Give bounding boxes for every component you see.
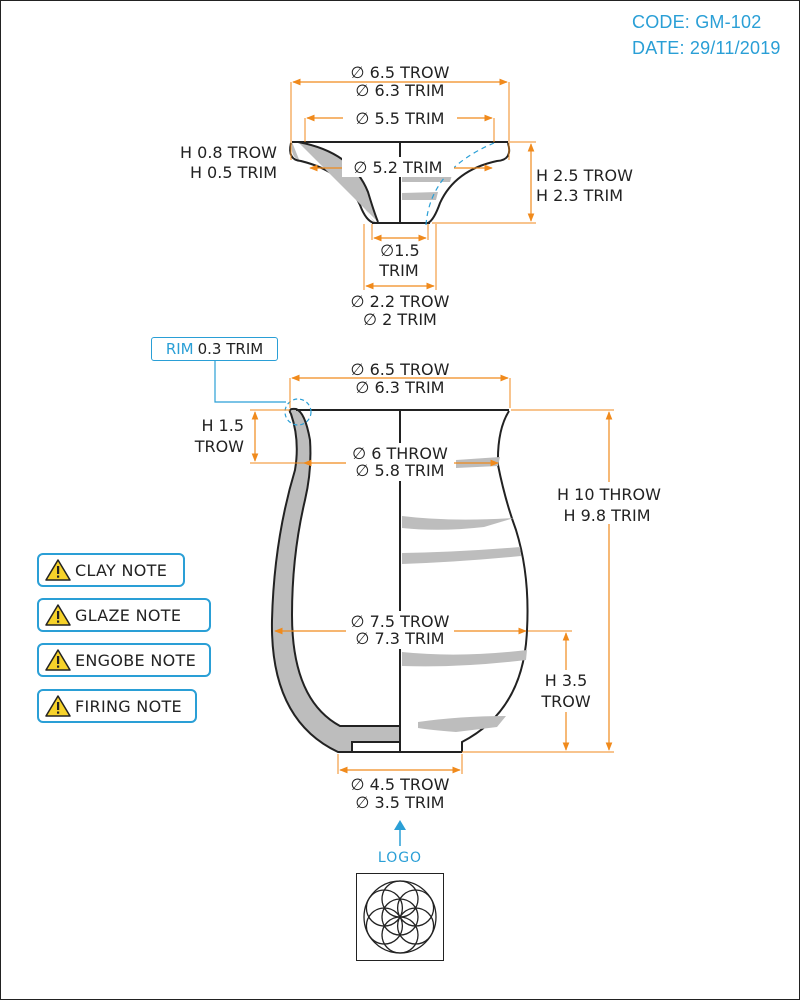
pot-throw-mark: [402, 547, 521, 564]
lid-outer-throw: ∅ 6.5 TROW: [351, 63, 450, 82]
pot-foot-trim: ∅ 3.5 TRIM: [356, 793, 445, 812]
logo-label: LOGO: [377, 850, 423, 866]
warning-icon: [45, 649, 71, 671]
warning-icon: [45, 559, 71, 581]
pot-total-height-throw: H 10 THROW: [557, 485, 661, 504]
lid-inner-diameter: ∅ 5.2 TRIM: [354, 158, 443, 177]
pot-belly-throw: ∅ 7.5 TROW: [351, 612, 450, 631]
lid-knob-diameter-b: TRIM: [378, 261, 418, 280]
clay-note-button[interactable]: CLAY NOTE: [37, 553, 185, 587]
lid-rim-height-trim: H 0.5 TRIM: [190, 163, 277, 182]
logo[interactable]: [356, 873, 444, 961]
warning-icon: [45, 695, 71, 717]
rim-trim-tag[interactable]: RIM 0.3 TRIM: [151, 337, 278, 361]
lid-base-throw: ∅ 2.2 TROW: [351, 292, 450, 311]
lid-rim-diameter: ∅ 5.5 TRIM: [356, 109, 445, 128]
lid-base-trim: ∅ 2 TRIM: [363, 310, 437, 329]
pot-throw-mark: [402, 650, 527, 667]
pot-throw-mark: [402, 516, 514, 530]
pot-throw-mark: [418, 716, 506, 732]
lid-height-throw: H 2.5 TROW: [536, 166, 633, 185]
drawing-date: DATE: 29/11/2019: [632, 38, 781, 58]
engobe-note-label: ENGOBE NOTE: [75, 650, 196, 670]
pot-mouth-throw: ∅ 6.5 TROW: [351, 360, 450, 379]
engobe-note-button[interactable]: ENGOBE NOTE: [37, 643, 211, 677]
pot-belly-height-a: H 3.5: [545, 671, 588, 690]
pot-section-fill: [270, 407, 401, 753]
pot-foot-throw: ∅ 4.5 TROW: [351, 775, 450, 794]
lid-throw-mark: [402, 192, 438, 200]
lid-outer-trim: ∅ 6.3 TRIM: [356, 81, 445, 100]
pot-mouth-trim: ∅ 6.3 TRIM: [356, 378, 445, 397]
lid-right-wall: [427, 142, 511, 224]
logo-arrow-head: [394, 820, 406, 830]
flower-of-life-icon: [363, 880, 437, 954]
drawing-code: CODE: GM-102: [632, 12, 762, 32]
pot-belly-height-b: TROW: [540, 692, 590, 711]
rim-callout-leader: [214, 361, 286, 403]
rim-tag-text: 0.3 TRIM: [197, 340, 264, 358]
clay-note-label: CLAY NOTE: [75, 560, 168, 580]
rim-tag-accent: RIM: [165, 340, 194, 358]
lid-rim-height-throw: H 0.8 TROW: [180, 143, 277, 162]
rim-callout-circle: [284, 398, 312, 426]
pot-neck-trim: ∅ 5.8 TRIM: [356, 461, 445, 480]
pot-drawing: ∅ 6.5 TROW ∅ 6.3 TRIM H 1.5 TROW ∅ 6 THR…: [194, 360, 665, 846]
lid-arc-hint: [425, 142, 495, 226]
warning-icon: [45, 604, 71, 626]
pot-neck-height-a: H 1.5: [201, 416, 244, 435]
lid-height-trim: H 2.3 TRIM: [536, 186, 623, 205]
pot-neck-height-b: TROW: [194, 437, 244, 456]
glaze-note-label: GLAZE NOTE: [75, 605, 182, 625]
pot-total-height-trim: H 9.8 TRIM: [563, 506, 650, 525]
pot-belly-trim: ∅ 7.3 TRIM: [356, 629, 445, 648]
firing-note-button[interactable]: FIRING NOTE: [37, 689, 197, 723]
firing-note-label: FIRING NOTE: [75, 696, 182, 716]
pot-neck-throw: ∅ 6 THROW: [352, 444, 448, 463]
pot-foot-recess: [351, 741, 400, 752]
lid-knob-diameter-a: ∅1.5: [380, 241, 419, 260]
glaze-note-button[interactable]: GLAZE NOTE: [37, 598, 211, 632]
lid-left-wall-inner: [297, 141, 379, 223]
lid-drawing: ∅ 6.5 TROW ∅ 6.3 TRIM ∅ 5.5 TRIM ∅ 5.2 T…: [180, 63, 633, 329]
